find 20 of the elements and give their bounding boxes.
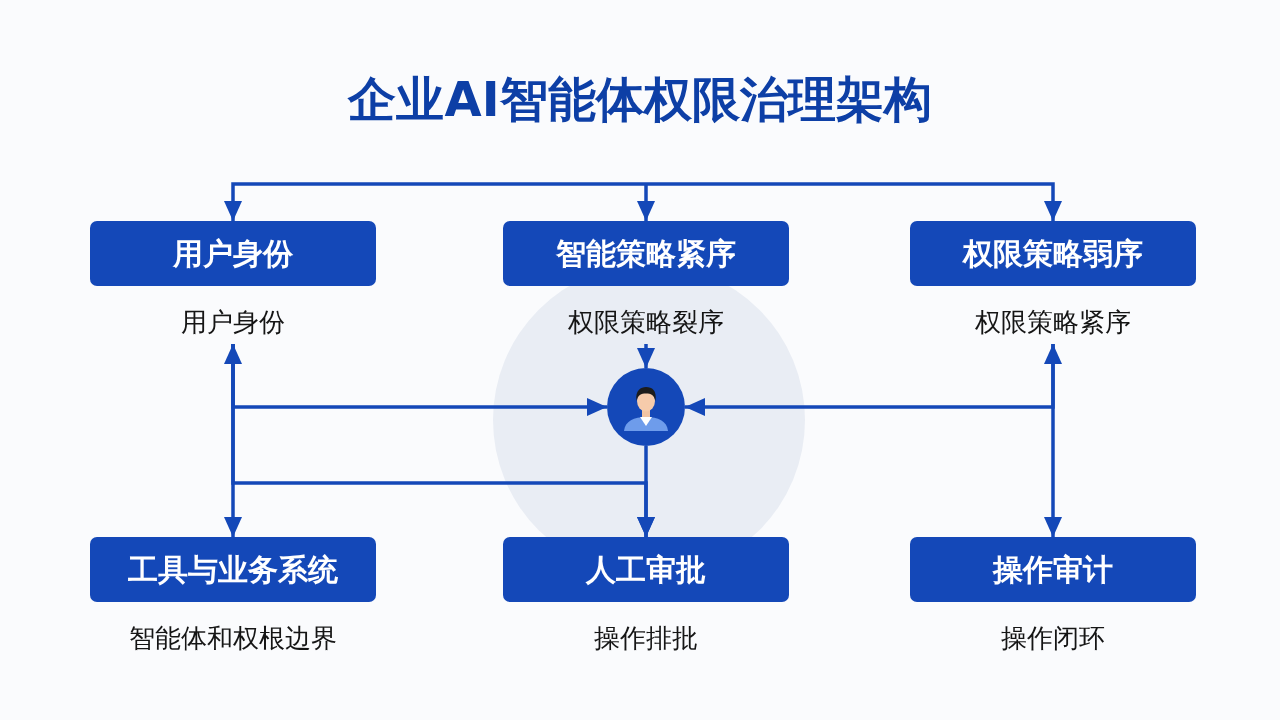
box-title: 智能策略紧序 bbox=[556, 235, 736, 272]
box-title: 用户身份 bbox=[173, 235, 293, 272]
node-caption: 操作闭环 bbox=[1001, 622, 1105, 654]
connector-arrow bbox=[685, 344, 1055, 416]
box-title: 工具与业务系统 bbox=[128, 551, 338, 588]
connector-arrow bbox=[637, 344, 655, 368]
connector-arrow bbox=[646, 182, 1062, 221]
box-title: 权限策略弱序 bbox=[963, 235, 1143, 272]
node-caption: 权限策略紧序 bbox=[975, 306, 1131, 338]
connector-arrow bbox=[224, 182, 646, 221]
node-caption: 权限策略裂序 bbox=[568, 306, 724, 338]
connector-arrow bbox=[637, 446, 655, 537]
connector-arrow bbox=[637, 184, 655, 221]
box-title: 操作审计 bbox=[993, 551, 1113, 588]
node-caption: 用户身份 bbox=[181, 306, 285, 338]
person-avatar-icon bbox=[607, 368, 685, 446]
node-caption: 智能体和权根边界 bbox=[129, 622, 337, 654]
diagram-title: 企业AI智能体权限治理架构 bbox=[348, 70, 932, 128]
box-title: 人工审批 bbox=[586, 551, 706, 588]
node-caption: 操作排批 bbox=[594, 622, 698, 654]
